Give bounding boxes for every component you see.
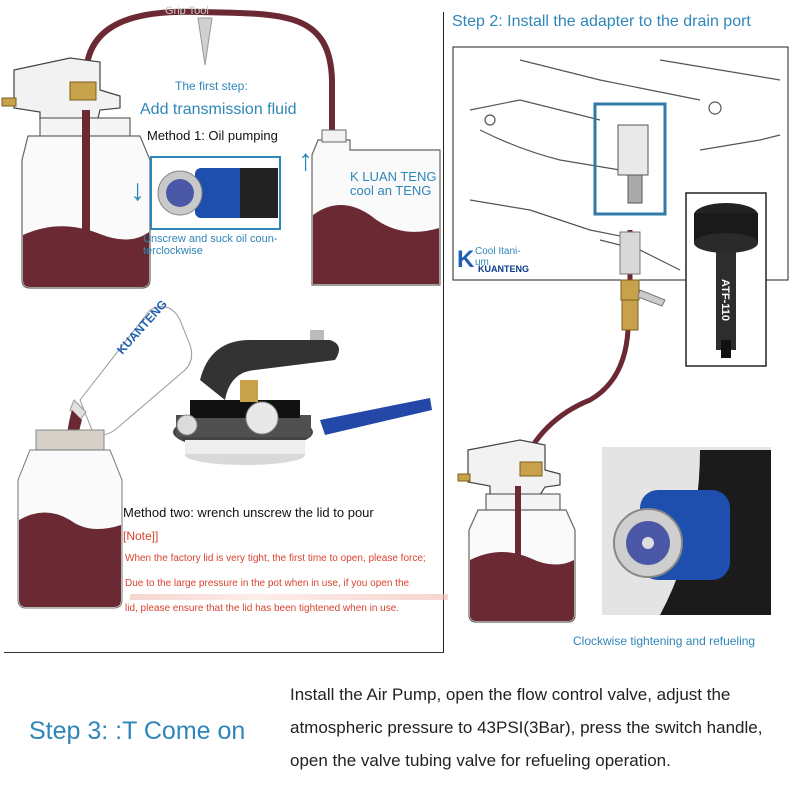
step3-instructions: Install the Air Pump, open the flow cont… [290,685,763,770]
oil-tank [311,129,441,286]
k-logo-icon: K [457,246,475,273]
cool-label: Cool Itani- um [475,246,521,268]
method1-label: Method 1: Oil pumping [147,128,278,143]
note-line-3: lid, please ensure that the lid has been… [125,603,400,614]
note-heading: [Note]] [123,529,159,543]
drain-port-highlight [593,102,667,216]
pump-lid [173,330,432,465]
brand-label: K LUAN TENG cool an TENG [350,170,436,198]
illustration-canvas: ↓ ↑ [1,8,789,623]
pump-container-top-left [1,57,151,289]
kuanteng-label: KUANTENG [478,264,529,274]
glass-jar [17,429,123,609]
note-line-2: Due to the large pressure in the pot whe… [125,578,410,589]
step2-heading: Step 2: Install the adapter to the drain… [452,13,751,30]
cool-line-2: um [475,257,489,268]
panel-divider [443,12,444,652]
note-underline [130,594,448,600]
arrow-up-icon: ↑ [298,144,313,177]
blue-adapter-photo [613,450,771,615]
pump-container-right [457,439,576,623]
step3-heading: Step 3: :T Come on [29,717,246,745]
atf-label: ATF-110 [719,279,731,321]
panel-divider-bottom [4,652,444,653]
first-step-label: The first step: [175,79,248,93]
cool-line-1: Cool Itani- [475,246,521,257]
unscrew-caption: Unscrew and suck oil coun-terclockwise [143,233,278,257]
oil-tube [82,8,335,140]
note-line-1: When the factory lid is very tight, the … [125,553,426,564]
gun-nozzle-icon [197,17,213,66]
atf-adapter-photo [694,203,758,358]
brand-line-2: cool an TENG [350,183,432,198]
clockwise-caption: Clockwise tightening and refueling [573,634,756,648]
gun-label: Grip Tool [165,5,209,17]
method2-label: Method two: wrench unscrew the lid to po… [123,505,374,520]
add-fluid-heading: Add transmission fluid [140,101,297,118]
arrow-down-icon: ↓ [130,174,145,207]
valve-fittings [619,231,666,331]
inset-adapter-photo [157,168,278,218]
brand-line-1: K LUAN TENG [350,169,437,184]
engine-sketch [469,59,781,271]
